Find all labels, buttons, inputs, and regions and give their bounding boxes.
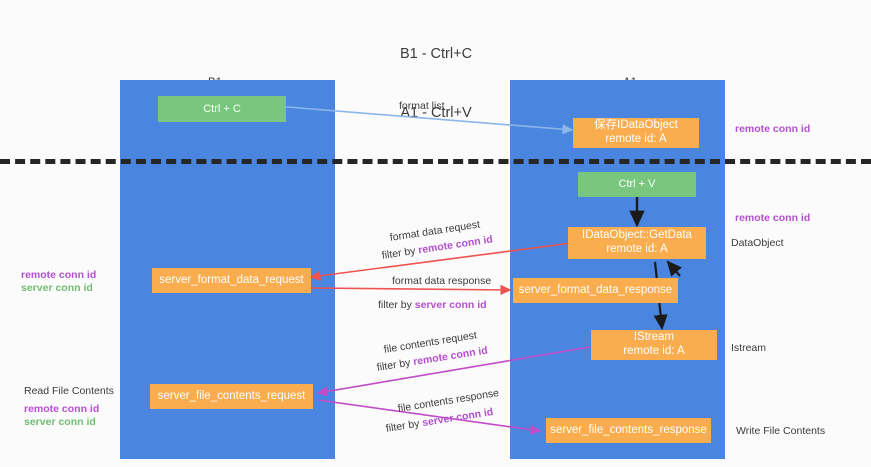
edge-response-to-getdata bbox=[666, 260, 682, 277]
edge-format-list bbox=[274, 105, 574, 135]
node-save-idataobject-line1: 保存IDataObject bbox=[594, 119, 678, 132]
node-idataobject-getdata-line2: remote id: A bbox=[606, 243, 668, 255]
node-ctrl-v[interactable]: Ctrl + V bbox=[578, 172, 696, 197]
annotation-left-remote-conn-id-mid: remote conn id bbox=[21, 269, 97, 281]
node-ctrl-c-label: Ctrl + C bbox=[203, 102, 241, 115]
node-save-idataobject-line2: remote id: A bbox=[605, 133, 667, 145]
node-istream-line2: remote id: A bbox=[623, 345, 685, 357]
node-server-format-data-response-label: server_format_data_response bbox=[518, 283, 673, 296]
edge-label-format-list: format list bbox=[399, 100, 445, 112]
phase-divider bbox=[0, 159, 871, 164]
node-idataobject-getdata-line1: IDataObject::GetData bbox=[582, 229, 692, 242]
node-server-file-contents-response-label: server_file_contents_response bbox=[550, 423, 707, 436]
edge-file-contents-response bbox=[317, 399, 542, 435]
node-server-file-contents-response[interactable]: server_file_contents_response bbox=[546, 418, 711, 443]
annotation-left-read-file-contents: Read File Contents bbox=[24, 385, 114, 397]
annotation-right-write-file-contents: Write File Contents bbox=[736, 425, 826, 437]
annotation-left-remote-conn-id-bottom: remote conn id bbox=[24, 403, 100, 415]
node-save-idataobject[interactable]: 保存IDataObject remote id: A bbox=[573, 118, 699, 148]
edge-format-data-response bbox=[310, 284, 512, 296]
filter-prefix-2: filter by bbox=[378, 299, 415, 311]
node-istream[interactable]: IStream remote id: A bbox=[591, 330, 717, 360]
node-ctrl-v-label: Ctrl + V bbox=[618, 178, 656, 191]
node-server-format-data-request[interactable]: server_format_data_request bbox=[152, 268, 311, 293]
node-idataobject-getdata[interactable]: IDataObject::GetData remote id: A bbox=[568, 227, 706, 259]
node-server-file-contents-request-label: server_file_contents_request bbox=[157, 389, 306, 402]
filter-key-server-conn-id-1: server conn id bbox=[414, 299, 487, 311]
annotation-right-dataobject: DataObject bbox=[731, 237, 784, 249]
edge-label-format-data-response-filter: filter by server conn id bbox=[378, 299, 487, 311]
diagram-title-line1: B1 - Ctrl+C bbox=[399, 46, 473, 63]
annotation-right-remote-conn-id-mid: remote conn id bbox=[735, 212, 811, 224]
annotation-left-server-conn-id-mid: server conn id bbox=[21, 282, 93, 294]
annotation-right-remote-conn-id-top: remote conn id bbox=[735, 123, 811, 135]
node-server-file-contents-request[interactable]: server_file_contents_request bbox=[150, 384, 313, 409]
node-server-format-data-request-label: server_format_data_request bbox=[159, 273, 304, 286]
annotation-right-istream: Istream bbox=[731, 342, 767, 354]
node-ctrl-c[interactable]: Ctrl + C bbox=[158, 96, 286, 122]
annotation-left-server-conn-id-bottom: server conn id bbox=[24, 416, 96, 428]
node-istream-line1: IStream bbox=[633, 331, 675, 344]
edge-format-data-request bbox=[309, 242, 573, 281]
edge-label-format-data-response: format data response bbox=[392, 275, 492, 287]
edge-file-contents-request bbox=[316, 346, 591, 397]
node-server-format-data-response[interactable]: server_format_data_response bbox=[513, 278, 678, 303]
